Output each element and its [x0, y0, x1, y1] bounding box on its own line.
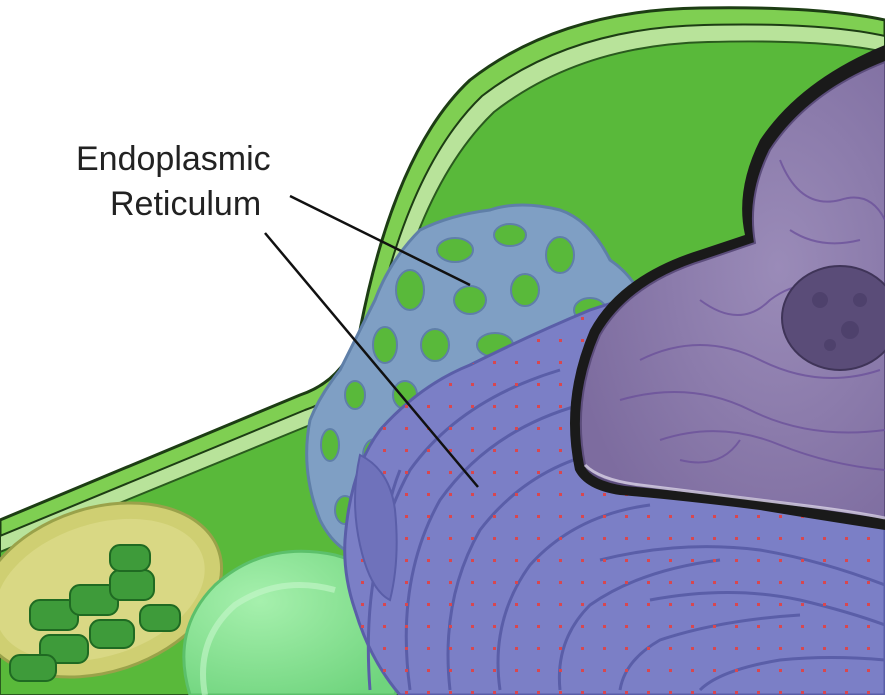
er-label-line1: Endoplasmic [76, 140, 271, 178]
er-label-line2: Reticulum [110, 185, 261, 223]
nucleolus-shape [782, 266, 885, 370]
